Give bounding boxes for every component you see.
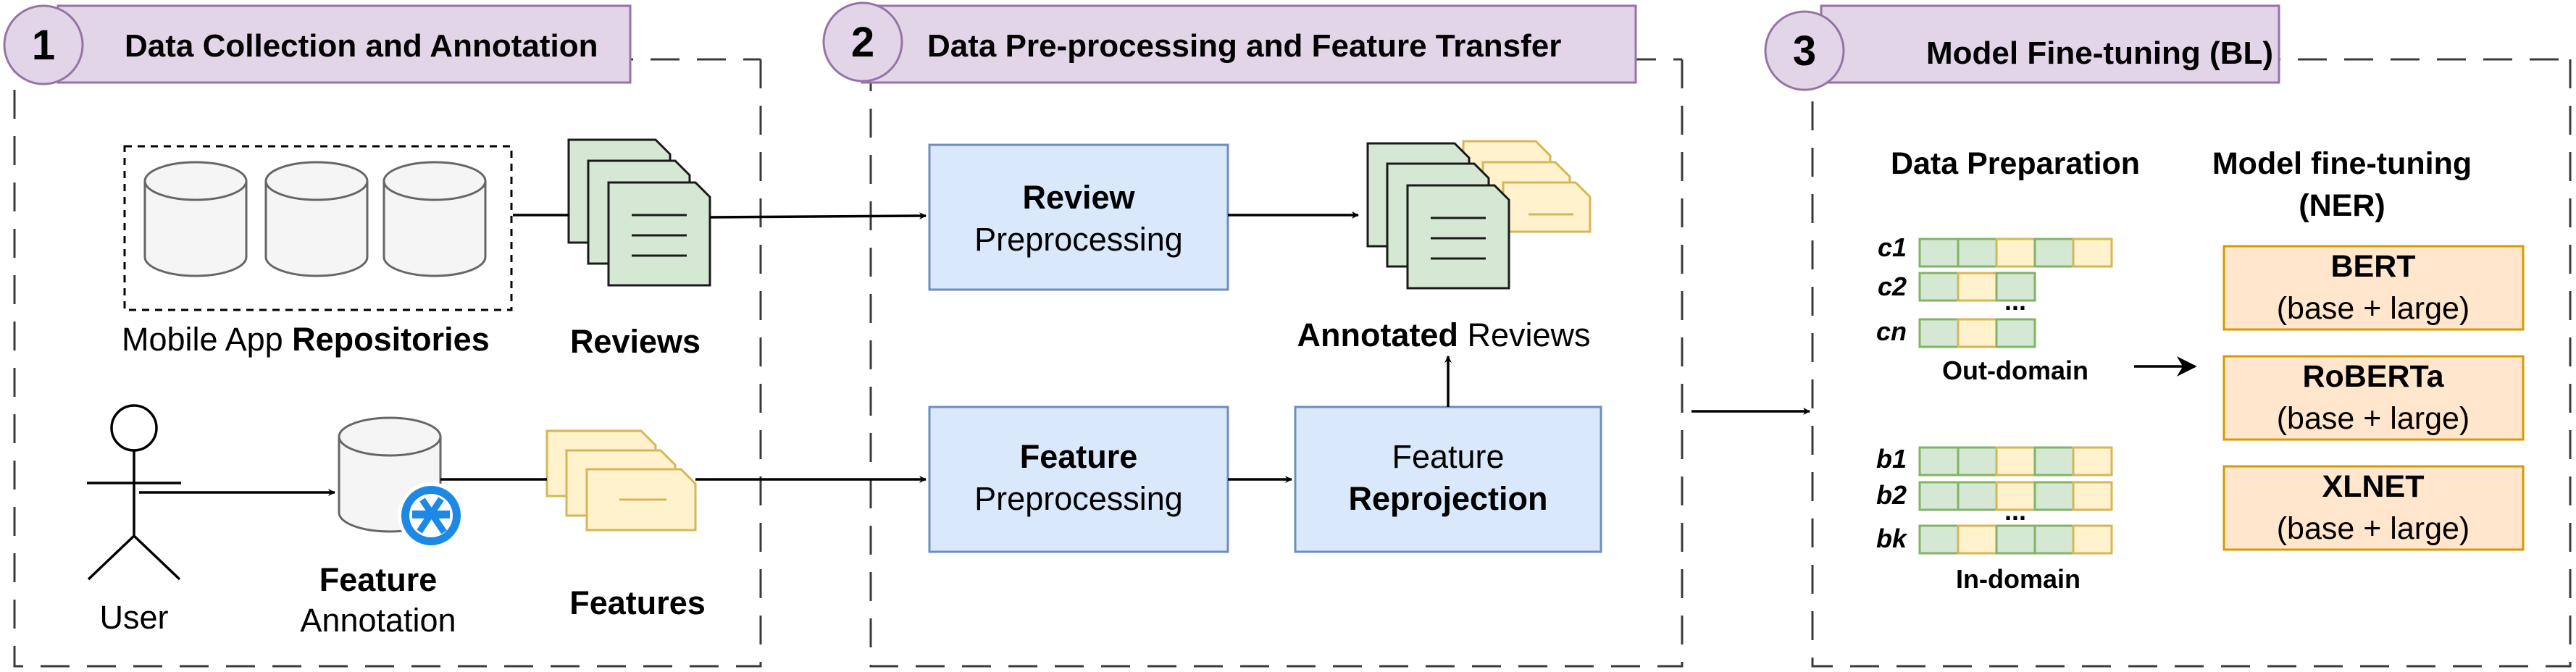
review-preprocessing-title: Review [1022, 179, 1135, 216]
token-row-cn [1918, 318, 2036, 348]
features-label: Features [569, 584, 706, 621]
row-label-c1: c1 [1878, 232, 1907, 262]
repositories-dashed-box [123, 145, 513, 311]
feature-reprojection-text: Feature [1392, 438, 1504, 475]
feature-preprocessing-title: Feature [1020, 438, 1138, 475]
annotated-document-stack-icon [1366, 140, 1592, 290]
model-box-bert [2222, 245, 2525, 331]
stage-1-tag [57, 4, 632, 84]
reviews-to-review-preprocessing-arrow [709, 212, 927, 220]
row-label-b2: b2 [1876, 480, 1907, 510]
stage-1-number: 1 [32, 22, 55, 69]
token-row-b2 [1918, 481, 2113, 511]
row-label-bk: bk [1876, 524, 1908, 553]
database-icon [143, 161, 248, 277]
model-box-roberta [2222, 355, 2525, 441]
stage-2-number-badge [822, 1, 903, 83]
database-icon [264, 161, 369, 277]
review-preprocessing-text: Preprocessing [974, 221, 1183, 258]
document-stack-icon [567, 138, 711, 287]
stage-3-tag [1820, 4, 2280, 84]
stage-1-number-badge [3, 4, 84, 85]
stage-1-frame [13, 58, 762, 668]
stage-2-title: Data Pre-processing and Feature Transfer [927, 28, 1561, 64]
feature-document-stack-icon [545, 429, 697, 532]
reviews-label: Reviews [570, 323, 701, 360]
stage-3-title: Model Fine-tuning (BL) [1926, 35, 2273, 71]
token-row-bk [1918, 524, 2113, 555]
database-icon [382, 161, 487, 277]
stage-1-header: 1 Data Collection and Annotation [3, 4, 632, 85]
token-row-b1 [1918, 446, 2113, 476]
data-preparation-title: Data Preparation [1891, 146, 2140, 181]
feature-reprojection-title: Reprojection [1348, 480, 1547, 517]
stage-3-number: 3 [1793, 28, 1816, 75]
stage-2-header: 2 Data Pre-processing and Feature Transf… [822, 1, 1637, 84]
feature-annotation-label: Annotation [300, 602, 456, 639]
model-variant-roberta: (base + large) [2277, 401, 2470, 436]
feature-preprocessing-box [928, 406, 1229, 553]
repositories-group: Mobile App Repositories [122, 145, 513, 358]
stage-1-panel: 1 Data Collection and Annotation Mobile … [3, 4, 762, 668]
in-domain-label: In-domain [1956, 564, 2081, 594]
out-domain-ellipsis: ... [2004, 286, 2026, 316]
row-label-c2: c2 [1878, 272, 1907, 301]
stage-3-number-badge [1764, 10, 1845, 91]
token-row-c2 [1918, 272, 2036, 302]
annotated-reviews-label: Annotated Reviews [1297, 316, 1590, 353]
feature-reprojection-box [1294, 406, 1602, 553]
row-label-b1: b1 [1876, 444, 1907, 474]
model-box-xlnet [2222, 465, 2525, 551]
review-preprocessing-box [928, 143, 1229, 291]
stage-2-panel: 2 Data Pre-processing and Feature Transf… [822, 1, 1684, 668]
model-name-xlnet: XLNET [2322, 469, 2425, 504]
out-domain-label: Out-domain [1942, 356, 2088, 385]
model-variant-bert: (base + large) [2277, 291, 2470, 326]
stage-3-frame [1811, 58, 2572, 668]
model-name-bert: BERT [2330, 249, 2415, 284]
model-name-roberta: RoBERTa [2302, 359, 2444, 394]
repositories-label: Mobile App Repositories [122, 321, 490, 358]
model-fine-tuning-title: Model fine-tuning [2212, 146, 2472, 181]
in-domain-ellipsis: ... [2004, 496, 2026, 526]
feature-annotation-label-bold: Feature [319, 561, 438, 598]
person-icon [87, 404, 181, 581]
stage-3-panel: 3 Model Fine-tuning (BL) Data Preparatio… [1764, 4, 2572, 668]
stage-1-title: Data Collection and Annotation [125, 28, 598, 64]
feature-preprocessing-text: Preprocessing [974, 480, 1183, 517]
stage-2-tag [861, 4, 1637, 84]
annotation-icon [398, 482, 464, 549]
user-label: User [99, 599, 168, 636]
row-label-cn: cn [1876, 316, 1907, 346]
stage-3-header: 3 Model Fine-tuning (BL) [1764, 4, 2280, 91]
model-variant-xlnet: (base + large) [2277, 511, 2470, 546]
stage-2-number: 2 [851, 19, 874, 66]
token-row-c1 [1918, 238, 2113, 268]
model-fine-tuning-subtitle: (NER) [2299, 188, 2385, 223]
